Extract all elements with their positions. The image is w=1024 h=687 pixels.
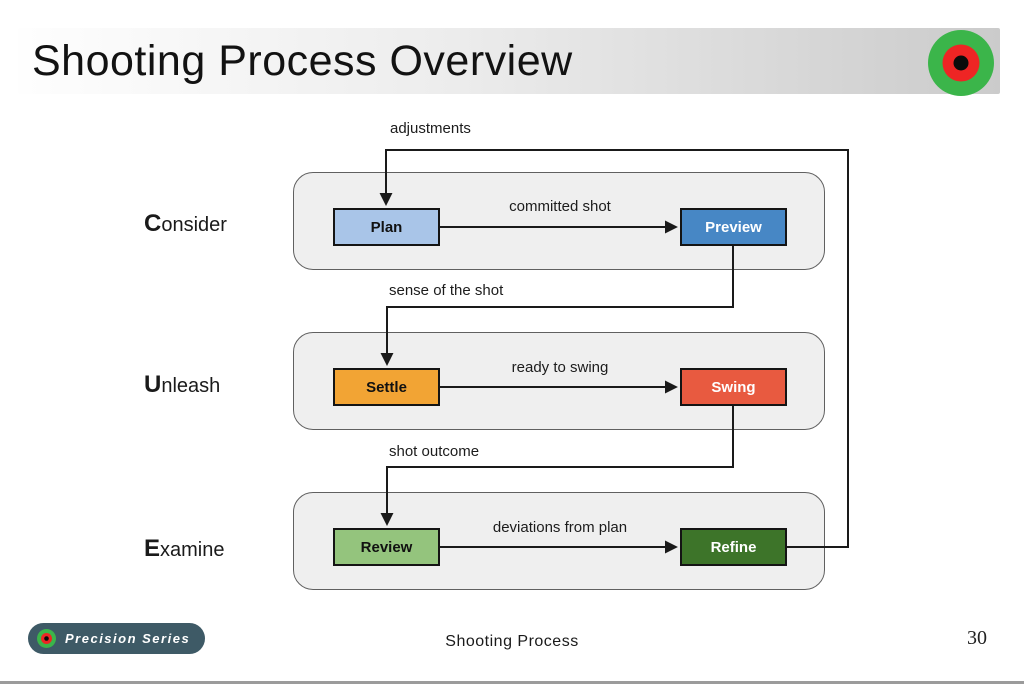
phase-rest: xamine	[160, 539, 225, 561]
node-preview: Preview	[680, 208, 787, 246]
edge-label-ready-to-swing: ready to swing	[511, 359, 609, 376]
node-swing: Swing	[680, 368, 787, 406]
footer-title: Shooting Process	[445, 633, 579, 650]
phase-initial: E	[144, 535, 161, 562]
page-number: 30	[967, 627, 987, 649]
edge-label-sense-of-the-shot: sense of the shot	[389, 282, 504, 299]
target-icon	[37, 629, 56, 648]
phase-initial: C	[144, 210, 162, 237]
edge-label-deviations-from-plan: deviations from plan	[492, 519, 628, 536]
phase-label-examine: Examine	[144, 535, 264, 563]
phase-rest: nleash	[161, 375, 221, 397]
series-badge-label: Precision Series	[65, 631, 191, 646]
edge-label-adjustments: adjustments	[390, 120, 471, 137]
node-settle: Settle	[333, 368, 440, 406]
target-logo-icon	[928, 30, 994, 96]
page-title: Shooting Process Overview	[32, 36, 573, 85]
phase-rest: onsider	[161, 214, 227, 236]
edge-label-committed-shot: committed shot	[509, 198, 611, 215]
node-review: Review	[333, 528, 440, 566]
node-plan: Plan	[333, 208, 440, 246]
title-bar: Shooting Process Overview	[18, 28, 1000, 94]
phase-label-consider: Consider	[144, 210, 264, 238]
series-badge: Precision Series	[28, 623, 206, 654]
bottom-rule	[0, 681, 1024, 684]
phase-label-unleash: Unleash	[144, 371, 264, 399]
edge-label-shot-outcome: shot outcome	[389, 443, 480, 460]
node-refine: Refine	[680, 528, 787, 566]
phase-initial: U	[144, 371, 162, 398]
